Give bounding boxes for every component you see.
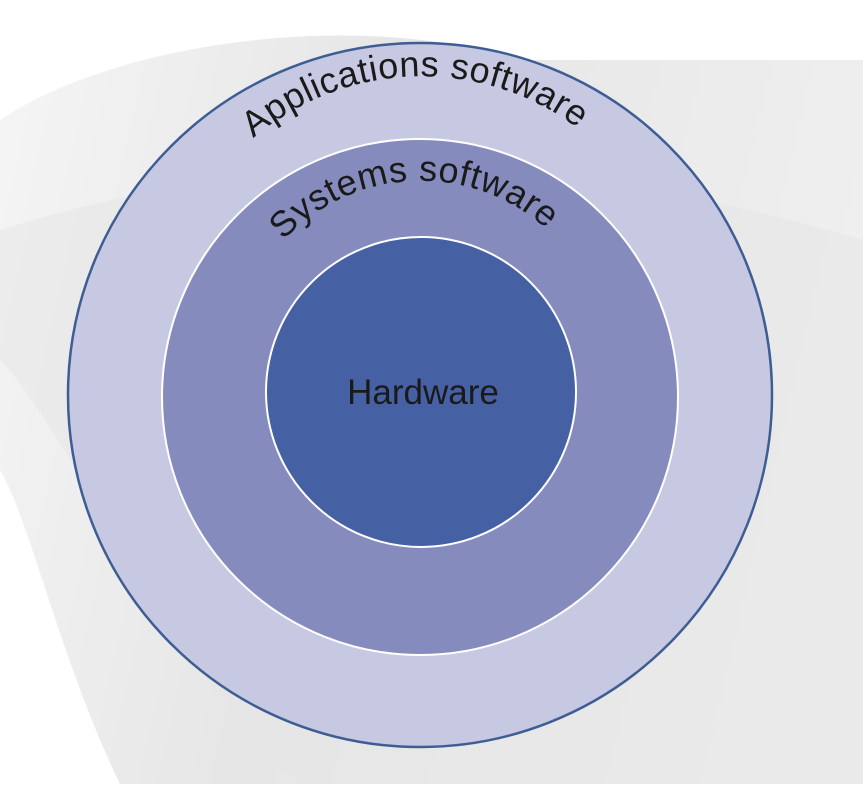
hardware-label: Hardware bbox=[347, 373, 499, 412]
hardware-core bbox=[265, 236, 577, 548]
